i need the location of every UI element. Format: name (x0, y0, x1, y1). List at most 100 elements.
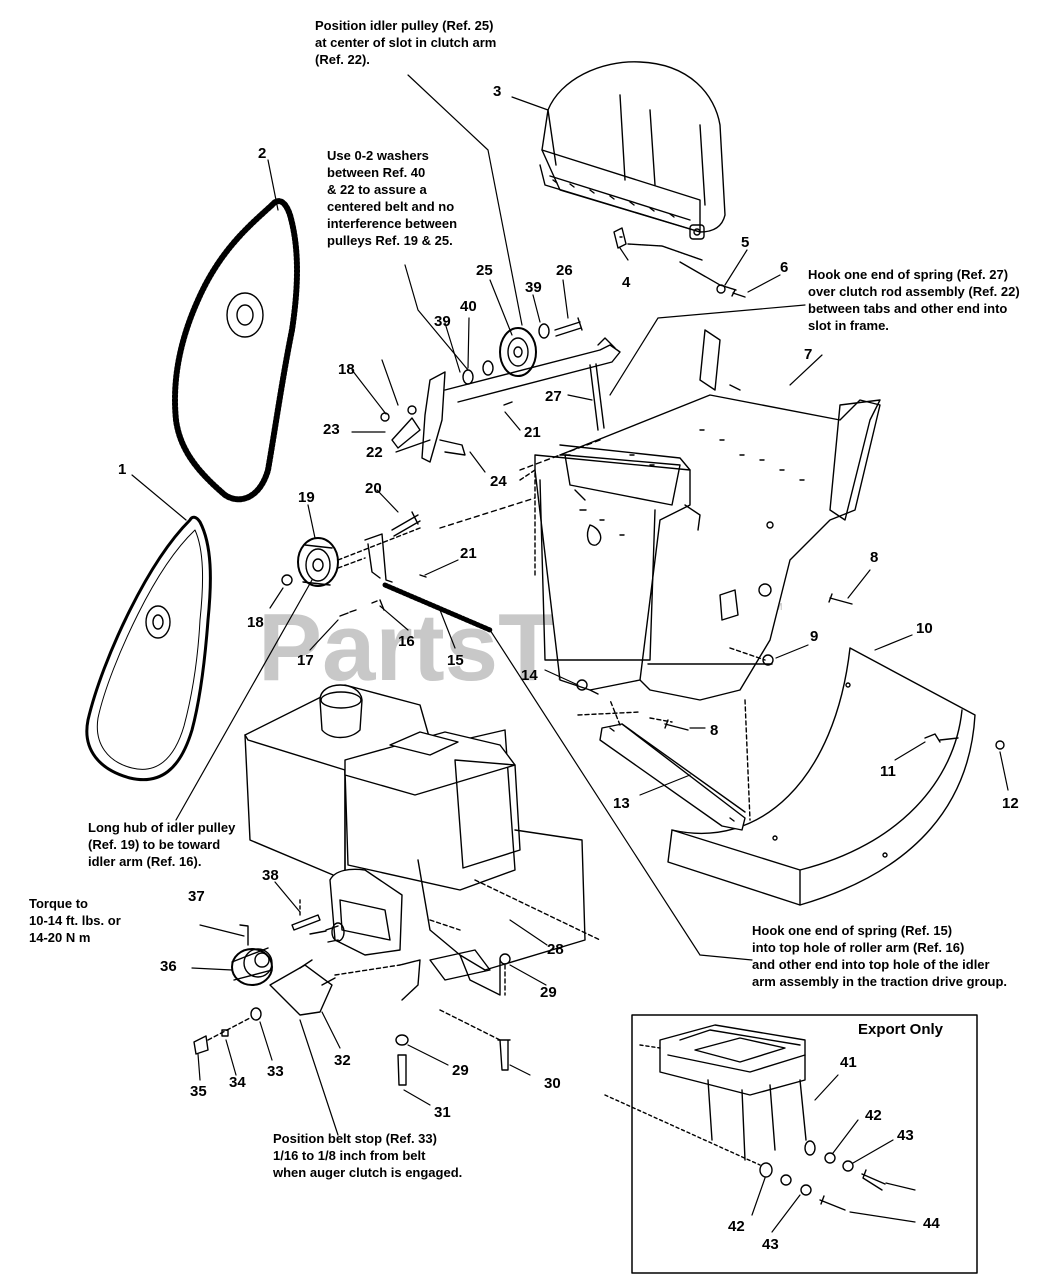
note-belt-stop: Position belt stop (Ref. 33) 1/16 to 1/8… (273, 1130, 462, 1181)
lockwasher-part-42-upper (824, 1152, 836, 1164)
ref-label: 42 (728, 1218, 745, 1235)
note-line: arm assembly in the traction drive group… (752, 974, 1008, 989)
note-line: between Ref. 40 (327, 165, 426, 180)
idler-pulley-part-25 (499, 327, 537, 377)
ref-label: 29 (540, 984, 557, 1001)
note-line: (Ref. 19) to be toward (88, 837, 221, 852)
spring-part-27 (589, 363, 605, 431)
note-line: and other end into top hole of the idler (752, 957, 990, 972)
ref-label: 42 (865, 1107, 882, 1124)
note-line: 10-14 ft. lbs. or (29, 913, 121, 928)
ref-label: 43 (897, 1127, 914, 1144)
ref-label: 9 (810, 628, 818, 645)
ref-label: 21 (460, 545, 477, 562)
note-line: Hook one end of spring (Ref. 15) (752, 923, 953, 938)
bolt-part-26 (554, 317, 583, 337)
leader-lines (131, 74, 1009, 1233)
note-line: Position idler pulley (Ref. 25) (315, 18, 494, 33)
lockwasher-part-42-lower (759, 1162, 773, 1178)
setscrew-part-37 (239, 924, 249, 946)
ref-label: 32 (334, 1052, 351, 1069)
washer-part-18 (281, 574, 293, 586)
bracket-part-4 (613, 227, 627, 249)
bolt-part-44-upper (861, 1169, 886, 1191)
note-line: 14-20 N m (29, 930, 91, 945)
note-line: 1/16 to 1/8 inch from belt (273, 1148, 426, 1163)
lockwasher-part-34 (221, 1029, 229, 1037)
note-torque: Torque to 10-14 ft. lbs. or 14-20 N m (29, 895, 121, 946)
frame-part-7 (534, 329, 881, 701)
ref-label: 30 (544, 1075, 561, 1092)
note-line: slot in frame. (808, 318, 889, 333)
ref-label: 35 (190, 1083, 207, 1100)
ref-label: 2 (258, 145, 266, 162)
ref-label: 16 (398, 633, 415, 650)
belt-cover-part-3 (539, 61, 726, 240)
belt-stop-part-32 (269, 964, 333, 1016)
screw-part-8-lower (664, 719, 689, 731)
export-only-label: Export Only (858, 1021, 944, 1038)
ref-label: 39 (434, 313, 451, 330)
ref-label: 27 (545, 388, 562, 405)
nut-part-29-upper (499, 953, 511, 965)
washer-part-33 (250, 1007, 262, 1021)
note-washers: Use 0-2 washers between Ref. 40 & 22 to … (327, 147, 457, 249)
ref-label: 39 (525, 279, 542, 296)
ref-label: 15 (447, 652, 464, 669)
bolt-part-20 (391, 511, 421, 537)
ref-label: 33 (267, 1063, 284, 1080)
ref-label: 5 (741, 234, 749, 251)
note-line: idler arm (Ref. 16). (88, 854, 202, 869)
ref-label: 12 (1002, 795, 1019, 812)
ref-label: 25 (476, 262, 493, 279)
export-only-box (631, 1014, 978, 1274)
ref-label: 24 (490, 473, 507, 490)
note-line: Hook one end of spring (Ref. 27) (808, 267, 1009, 282)
idler-pulley-part-19 (297, 537, 339, 587)
bolt-part-31 (397, 1054, 407, 1086)
key-part-38 (291, 914, 321, 931)
note-line: Use 0-2 washers (327, 148, 429, 163)
ref-label: 21 (524, 424, 541, 441)
nut-part-12 (995, 740, 1005, 750)
ref-label: 11 (880, 763, 896, 780)
note-line: over clutch rod assembly (Ref. 22) (808, 284, 1020, 299)
note-line: into top hole of roller arm (Ref. 16) (752, 940, 965, 955)
washer-part-43-lower-b (800, 1184, 812, 1196)
ref-label: 37 (188, 888, 205, 905)
ref-label: 38 (262, 867, 279, 884)
ref-label: 20 (365, 480, 382, 497)
pin-part-21-lower (419, 574, 427, 578)
bracket-part-11 (924, 733, 959, 743)
ref-label: 3 (493, 83, 501, 100)
ref-label: 22 (366, 444, 383, 461)
note-line: (Ref. 22). (315, 52, 370, 67)
ref-label: 19 (298, 489, 315, 506)
ref-label: 8 (710, 722, 718, 739)
pin-part-17 (339, 600, 378, 617)
bracket-part-13 (599, 699, 751, 831)
nut-part-5 (716, 284, 726, 294)
nut-part-18-upper (380, 412, 390, 422)
weight-bracket-part-41 (659, 1024, 807, 1161)
ref-label: 36 (160, 958, 177, 975)
note-line: Torque to (29, 896, 88, 911)
reference-numbers: 1 2 3 4 5 6 7 8 8 9 10 11 12 13 14 15 16… (118, 83, 1019, 1253)
ref-label: 1 (118, 461, 126, 478)
note-spring-27: Hook one end of spring (Ref. 27) over cl… (808, 266, 1020, 334)
screw-part-8-upper (828, 593, 853, 605)
washer-part-43-upper (842, 1160, 854, 1172)
note-line: Long hub of idler pulley (88, 820, 236, 835)
bolt-part-30 (497, 1039, 511, 1071)
ref-label: 4 (622, 274, 631, 291)
screw-part-6 (731, 289, 746, 298)
washer-part-39-left (462, 369, 474, 385)
ref-label: 40 (460, 298, 477, 315)
ref-label: 8 (870, 549, 878, 566)
note-line: pulleys Ref. 19 & 25. (327, 233, 453, 248)
washer-part-43-lower (780, 1174, 792, 1186)
engine-part-28 (244, 684, 601, 1001)
ref-label: 44 (923, 1215, 940, 1232)
